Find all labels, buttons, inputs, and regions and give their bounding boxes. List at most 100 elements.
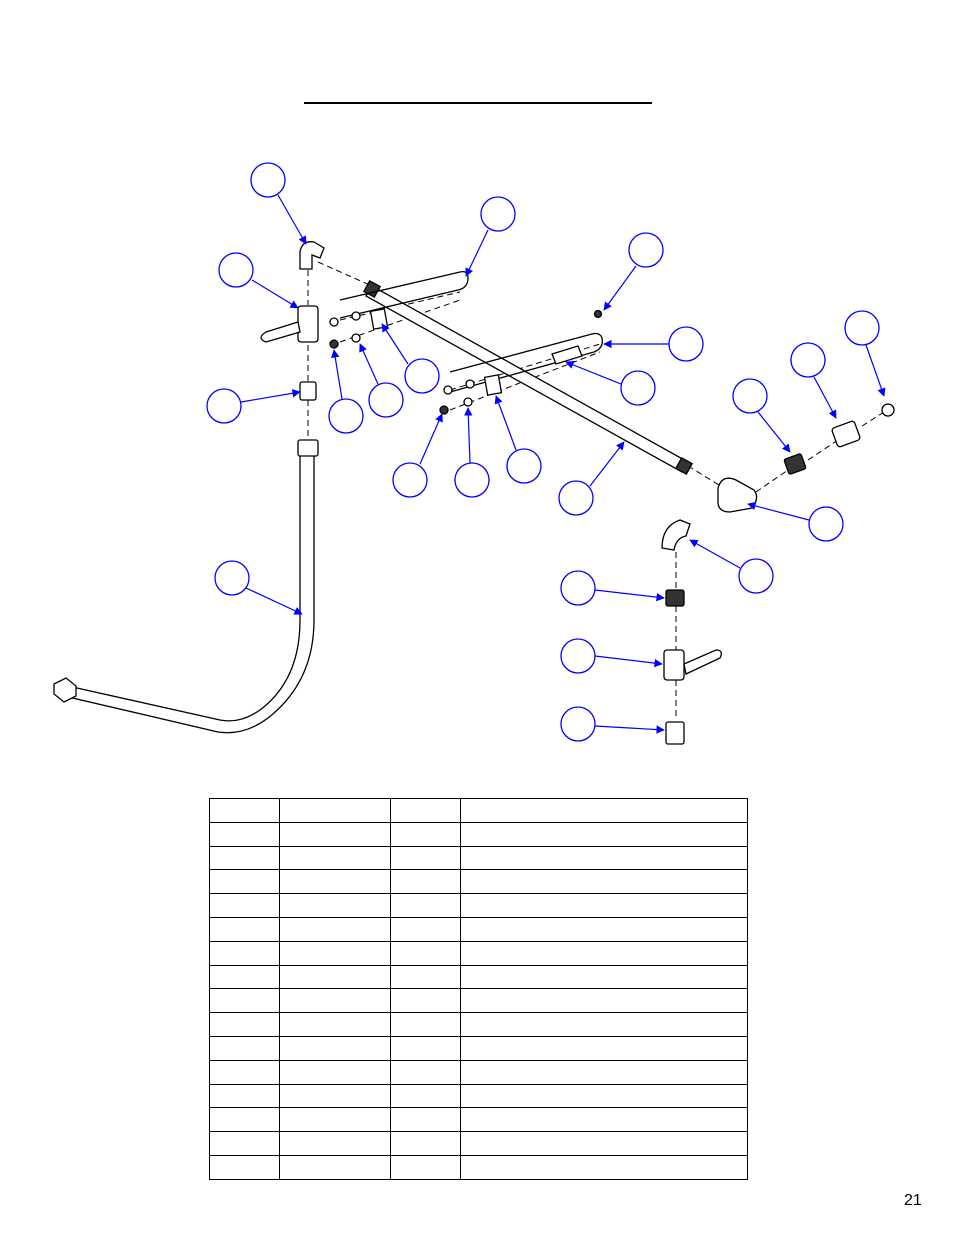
union-fitting	[831, 420, 861, 448]
callout-21	[560, 570, 596, 606]
elbow-fitting-bottom	[661, 519, 691, 551]
header-cell	[209, 798, 280, 823]
callout-11	[732, 378, 768, 414]
parts-list-table	[209, 798, 748, 1180]
table-cell	[390, 845, 461, 871]
table-cell	[209, 845, 280, 871]
table-cell	[279, 916, 391, 942]
table-row	[209, 1035, 748, 1061]
table-cell	[209, 893, 280, 918]
table-row	[209, 940, 748, 966]
clamp-plate-upper	[369, 308, 389, 330]
table-cell	[390, 964, 461, 990]
callout-17	[558, 480, 594, 516]
table-cell	[460, 964, 748, 990]
table-cell	[279, 893, 391, 918]
header-cell	[390, 798, 461, 823]
callout-13	[328, 398, 364, 434]
table-cell	[209, 1154, 280, 1180]
clamp-plate-lower	[483, 374, 503, 396]
callout-14	[506, 448, 542, 484]
table-cell	[279, 1059, 391, 1085]
header-cell	[279, 798, 391, 823]
callout-4	[218, 252, 254, 288]
tee-fitting	[717, 477, 758, 513]
table-row	[209, 916, 748, 942]
table-cell	[460, 869, 748, 895]
assembly-lines	[307, 261, 885, 720]
small-nut-top	[593, 309, 603, 319]
ball-valve-left	[297, 305, 319, 343]
callout-12	[206, 388, 242, 424]
nuts-washers-lower	[439, 379, 475, 415]
exploded-parts-diagram	[53, 162, 895, 745]
header-cell	[460, 798, 748, 823]
table-row	[209, 1131, 748, 1156]
table-cell	[390, 988, 461, 1014]
table-cell	[209, 869, 280, 895]
table-cell	[460, 1012, 748, 1037]
elbow-fitting-top	[299, 241, 325, 270]
callouts	[206, 162, 880, 742]
table-row	[209, 1107, 748, 1133]
table-cell	[390, 1154, 461, 1180]
table-header-row	[209, 798, 748, 823]
table-row	[209, 964, 748, 990]
table-cell	[209, 1059, 280, 1085]
table-cell	[460, 940, 748, 966]
table-row	[209, 1083, 748, 1109]
table-row	[209, 1154, 748, 1180]
table-cell	[390, 916, 461, 942]
spacer	[551, 345, 583, 365]
table-row	[209, 1059, 748, 1085]
table-cell	[209, 1012, 280, 1037]
callout-16	[454, 462, 490, 498]
ball-valve-right	[663, 649, 685, 681]
table-row	[209, 893, 748, 918]
end-cap	[881, 403, 895, 417]
table-row	[209, 845, 748, 871]
table-cell	[390, 1107, 461, 1133]
callout-19	[214, 560, 250, 596]
table-cell	[279, 869, 391, 895]
table-cell	[460, 1107, 748, 1133]
table-cell	[279, 1131, 391, 1156]
callout-10	[368, 382, 404, 418]
table-cell	[460, 1059, 748, 1085]
table-cell	[209, 964, 280, 990]
table-cell	[460, 1131, 748, 1156]
callout-22	[560, 638, 596, 674]
callout-7	[790, 342, 826, 378]
hose	[63, 447, 315, 734]
u-bolt-upper	[339, 270, 469, 319]
valve-handle-left	[260, 321, 301, 343]
table-cell	[209, 940, 280, 966]
table-row	[209, 988, 748, 1014]
callout-3	[628, 232, 664, 268]
nuts-washers-upper	[329, 311, 361, 349]
table-cell	[390, 869, 461, 895]
u-bolt-lower	[449, 332, 603, 393]
table-cell	[460, 1083, 748, 1109]
table-row	[209, 821, 748, 847]
callout-15	[392, 462, 428, 498]
valve-handle-right	[683, 649, 722, 675]
callout-5	[844, 310, 880, 346]
table-cell	[390, 1035, 461, 1061]
table-cell	[279, 1154, 391, 1180]
table-cell	[209, 821, 280, 847]
table-cell	[460, 916, 748, 942]
table-cell	[390, 940, 461, 966]
table-cell	[209, 1083, 280, 1109]
table-cell	[279, 988, 391, 1014]
title-underline	[304, 102, 652, 104]
table-cell	[390, 1131, 461, 1156]
nipple-lower	[665, 589, 685, 607]
nipple-bottom	[665, 721, 685, 745]
nipple-right	[783, 453, 807, 475]
table-cell	[279, 845, 391, 871]
callout-23	[560, 706, 596, 742]
table-cell	[460, 1035, 748, 1061]
table-cell	[460, 1154, 748, 1180]
